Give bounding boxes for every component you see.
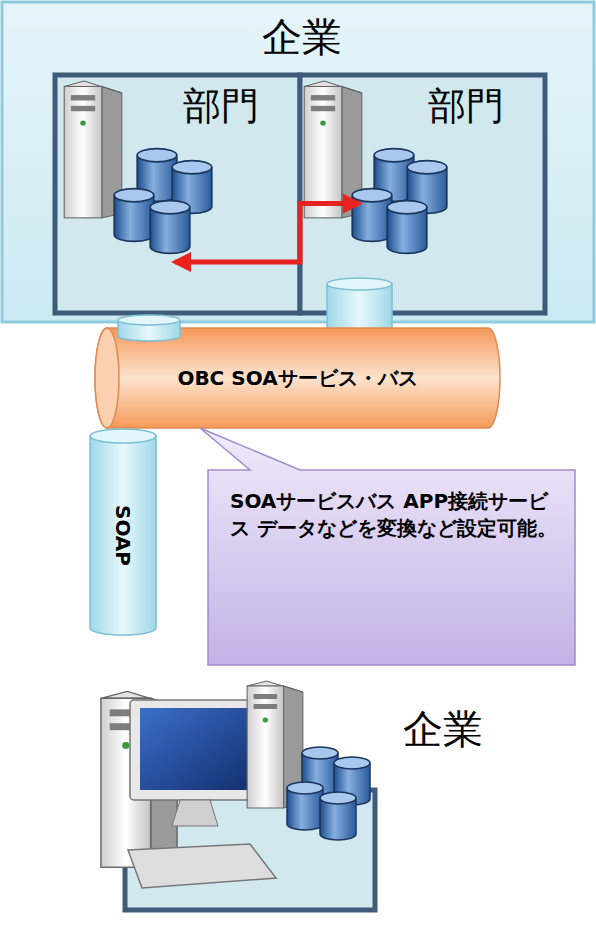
node-label: SOAサービスバス APP接続サービス データなどを変換など設定可能。 [230, 488, 560, 542]
node-label: SOAP [109, 504, 136, 565]
node-label: 企業 [403, 702, 483, 756]
department-box: 部門 [55, 75, 300, 313]
node-label: OBC SOAサービス・バス [177, 365, 417, 392]
company-box: 企業 [125, 790, 375, 910]
callout-box: SOAサービスバス APP接続サービス データなどを変換など設定可能。 [208, 470, 575, 665]
service-bus: OBC SOAサービス・バス [95, 328, 500, 428]
department-box: 部門 [300, 75, 545, 313]
node-label: 部門 [183, 81, 259, 132]
node-label: 企業 [2, 10, 596, 64]
node-label: 部門 [428, 81, 504, 132]
company-region: 企業部門 部門 [2, 2, 596, 322]
soap-pipe: SOAP [90, 440, 156, 630]
data-flow-arrow [175, 204, 359, 263]
